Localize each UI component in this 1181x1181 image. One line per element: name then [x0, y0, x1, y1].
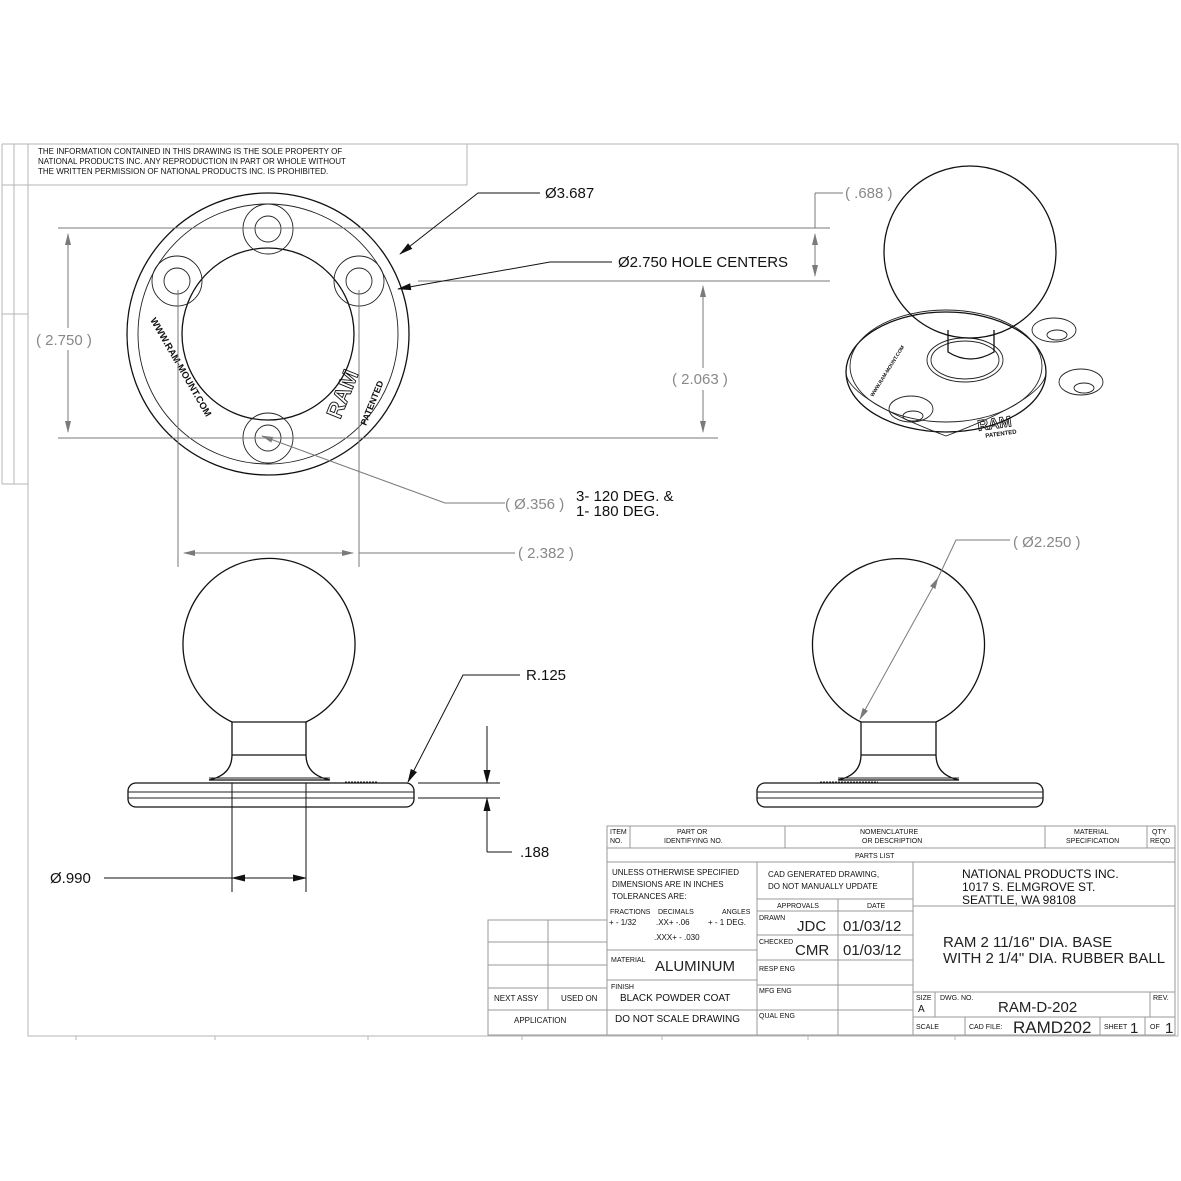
header-nomenclature: NOMENCLATURE: [860, 829, 919, 836]
header-part-2: IDENTIFYING NO.: [664, 838, 723, 845]
company-name: NATIONAL PRODUCTS INC.: [962, 867, 1119, 881]
next-assy-label: NEXT ASSY: [494, 994, 539, 1003]
proprietary-notice: THE INFORMATION CONTAINED IN THIS DRAWIN…: [38, 147, 346, 176]
checked-date: 01/03/12: [843, 942, 901, 959]
size-value: A: [918, 1004, 925, 1015]
cad-note-line-2: DO NOT MANUALLY UPDATE: [768, 882, 878, 891]
scale-label: SCALE: [916, 1024, 939, 1031]
tolerance-line-3: TOLERANCES ARE:: [612, 892, 687, 901]
header-material: MATERIAL: [1074, 829, 1109, 836]
dwg-no-label: DWG. NO.: [940, 995, 973, 1002]
mfg-eng-label: MFG ENG: [759, 988, 792, 995]
ram-logo-marking: RAM: [321, 366, 363, 422]
mounting-hole: [242, 203, 294, 255]
dim-width: ( 2.382 ): [518, 545, 574, 562]
checked-by: CMR: [795, 942, 829, 959]
drawing-title-line-1: RAM 2 11/16" DIA. BASE: [943, 934, 1112, 951]
used-on-label: USED ON: [561, 994, 598, 1003]
parts-list-title: PARTS LIST: [855, 853, 895, 860]
company-address-1: 1017 S. ELMGROVE ST.: [962, 880, 1095, 894]
material-label: MATERIAL: [611, 957, 646, 964]
border-ticks: [75, 1036, 956, 1040]
header-qty-2: REQD: [1150, 838, 1170, 845]
hole-pattern-line-1: 3- 120 DEG. &: [576, 488, 674, 505]
tolerance-line-2: DIMENSIONS ARE IN INCHES: [612, 880, 724, 889]
dim-fillet-radius: R.125: [526, 667, 566, 684]
decimals-xx-value: .XX+ -.06: [656, 918, 690, 927]
dim-neck-diameter: Ø.990: [50, 870, 91, 887]
notice-line-1: THE INFORMATION CONTAINED IN THIS DRAWIN…: [38, 147, 342, 156]
angles-value: + - 1 DEG.: [708, 918, 746, 927]
dim-height-right: ( 2.063 ): [672, 371, 728, 388]
iso-ram-logo: RAM: [976, 413, 1012, 435]
angles-label: ANGLES: [722, 909, 751, 916]
front-view-dimensions: R.125 .188 Ø.990: [50, 667, 566, 892]
top-view: RAM PATENTED WWW.RAM-MOUNT.COM: [126, 192, 410, 476]
drawing-title-line-2: WITH 2 1/4" DIA. RUBBER BALL: [943, 950, 1165, 967]
dim-hole-centers: Ø2.750 HOLE CENTERS: [618, 254, 788, 271]
rev-label: REV.: [1153, 995, 1169, 1002]
parts-list: ITEM NO. PART OR IDENTIFYING NO. NOMENCL…: [606, 825, 1176, 863]
decimals-xxx-value: .XXX+ - .030: [654, 933, 700, 942]
sheet-border: [1, 143, 1179, 1037]
dim-ball-offset: ( .688 ): [845, 185, 893, 202]
notice-line-3: THE WRITTEN PERMISSION OF NATIONAL PRODU…: [38, 167, 328, 176]
of-value: 1: [1165, 1020, 1173, 1037]
scale-note: DO NOT SCALE DRAWING: [615, 1014, 740, 1025]
hole-pattern-line-2: 1- 180 DEG.: [576, 503, 659, 520]
dim-height-left: ( 2.750 ): [36, 332, 92, 349]
date-header: DATE: [867, 903, 885, 910]
title-block: UNLESS OTHERWISE SPECIFIED DIMENSIONS AR…: [606, 861, 1176, 1037]
iso-patented-marking: PATENTED: [985, 429, 1018, 439]
tolerance-line-1: UNLESS OTHERWISE SPECIFIED: [612, 868, 739, 877]
dim-hole-diameter: ( Ø.356 ): [505, 496, 564, 513]
dwg-no-value: RAM-D-202: [998, 999, 1077, 1016]
of-label: OF: [1150, 1024, 1160, 1031]
front-view: [127, 557, 415, 808]
side-view: ( Ø2.250 ): [756, 534, 1081, 808]
finish-label: FINISH: [611, 984, 634, 991]
notice-line-2: NATIONAL PRODUCTS INC. ANY REPRODUCTION …: [38, 157, 346, 166]
header-qty: QTY: [1152, 829, 1167, 836]
sheet-value: 1: [1130, 1020, 1138, 1037]
header-material-2: SPECIFICATION: [1066, 838, 1119, 845]
application-label: APPLICATION: [514, 1016, 567, 1025]
drawn-by: JDC: [797, 918, 826, 935]
qual-eng-label: QUAL ENG: [759, 1013, 795, 1020]
approvals-header: APPROVALS: [777, 903, 819, 910]
cad-file-label: CAD FILE:: [969, 1024, 1003, 1031]
dim-base-thickness: .188: [520, 844, 549, 861]
patented-marking: PATENTED: [359, 379, 386, 427]
website-marking: WWW.RAM-MOUNT.COM: [147, 316, 213, 419]
header-nomenclature-2: OR DESCRIPTION: [862, 838, 922, 845]
header-part: PART OR: [677, 829, 707, 836]
fractions-label: FRACTIONS: [610, 909, 651, 916]
fractions-value: + - 1/32: [609, 918, 637, 927]
isometric-view: RAM PATENTED WWW.RAM-MOUNT.COM: [845, 165, 1104, 440]
header-item: ITEM: [610, 829, 627, 836]
application-block: NEXT ASSY USED ON APPLICATION: [487, 919, 608, 1036]
dim-ball-diameter: ( Ø2.250 ): [1013, 534, 1081, 551]
cad-note-line-1: CAD GENERATED DRAWING,: [768, 870, 879, 879]
checked-label: CHECKED: [759, 939, 793, 946]
drawn-label: DRAWN: [759, 915, 785, 922]
material-value: ALUMINUM: [655, 958, 735, 975]
resp-eng-label: RESP ENG: [759, 966, 795, 973]
company-address-2: SEATTLE, WA 98108: [962, 893, 1076, 907]
iso-website-marking: WWW.RAM-MOUNT.COM: [870, 345, 906, 398]
sheet-label: SHEET: [1104, 1024, 1128, 1031]
size-label: SIZE: [916, 995, 932, 1002]
mounting-hole: [151, 255, 203, 307]
finish-value: BLACK POWDER COAT: [620, 993, 730, 1004]
cad-file-value: RAMD202: [1013, 1018, 1091, 1037]
decimals-label: DECIMALS: [658, 909, 694, 916]
top-view-dimensions: ( 2.750 ) ( 2.063 ) ( .688 ) Ø3.687 Ø2.7…: [32, 185, 893, 567]
drawn-date: 01/03/12: [843, 918, 901, 935]
dim-outer-diameter: Ø3.687: [545, 185, 594, 202]
header-item-2: NO.: [610, 838, 623, 845]
